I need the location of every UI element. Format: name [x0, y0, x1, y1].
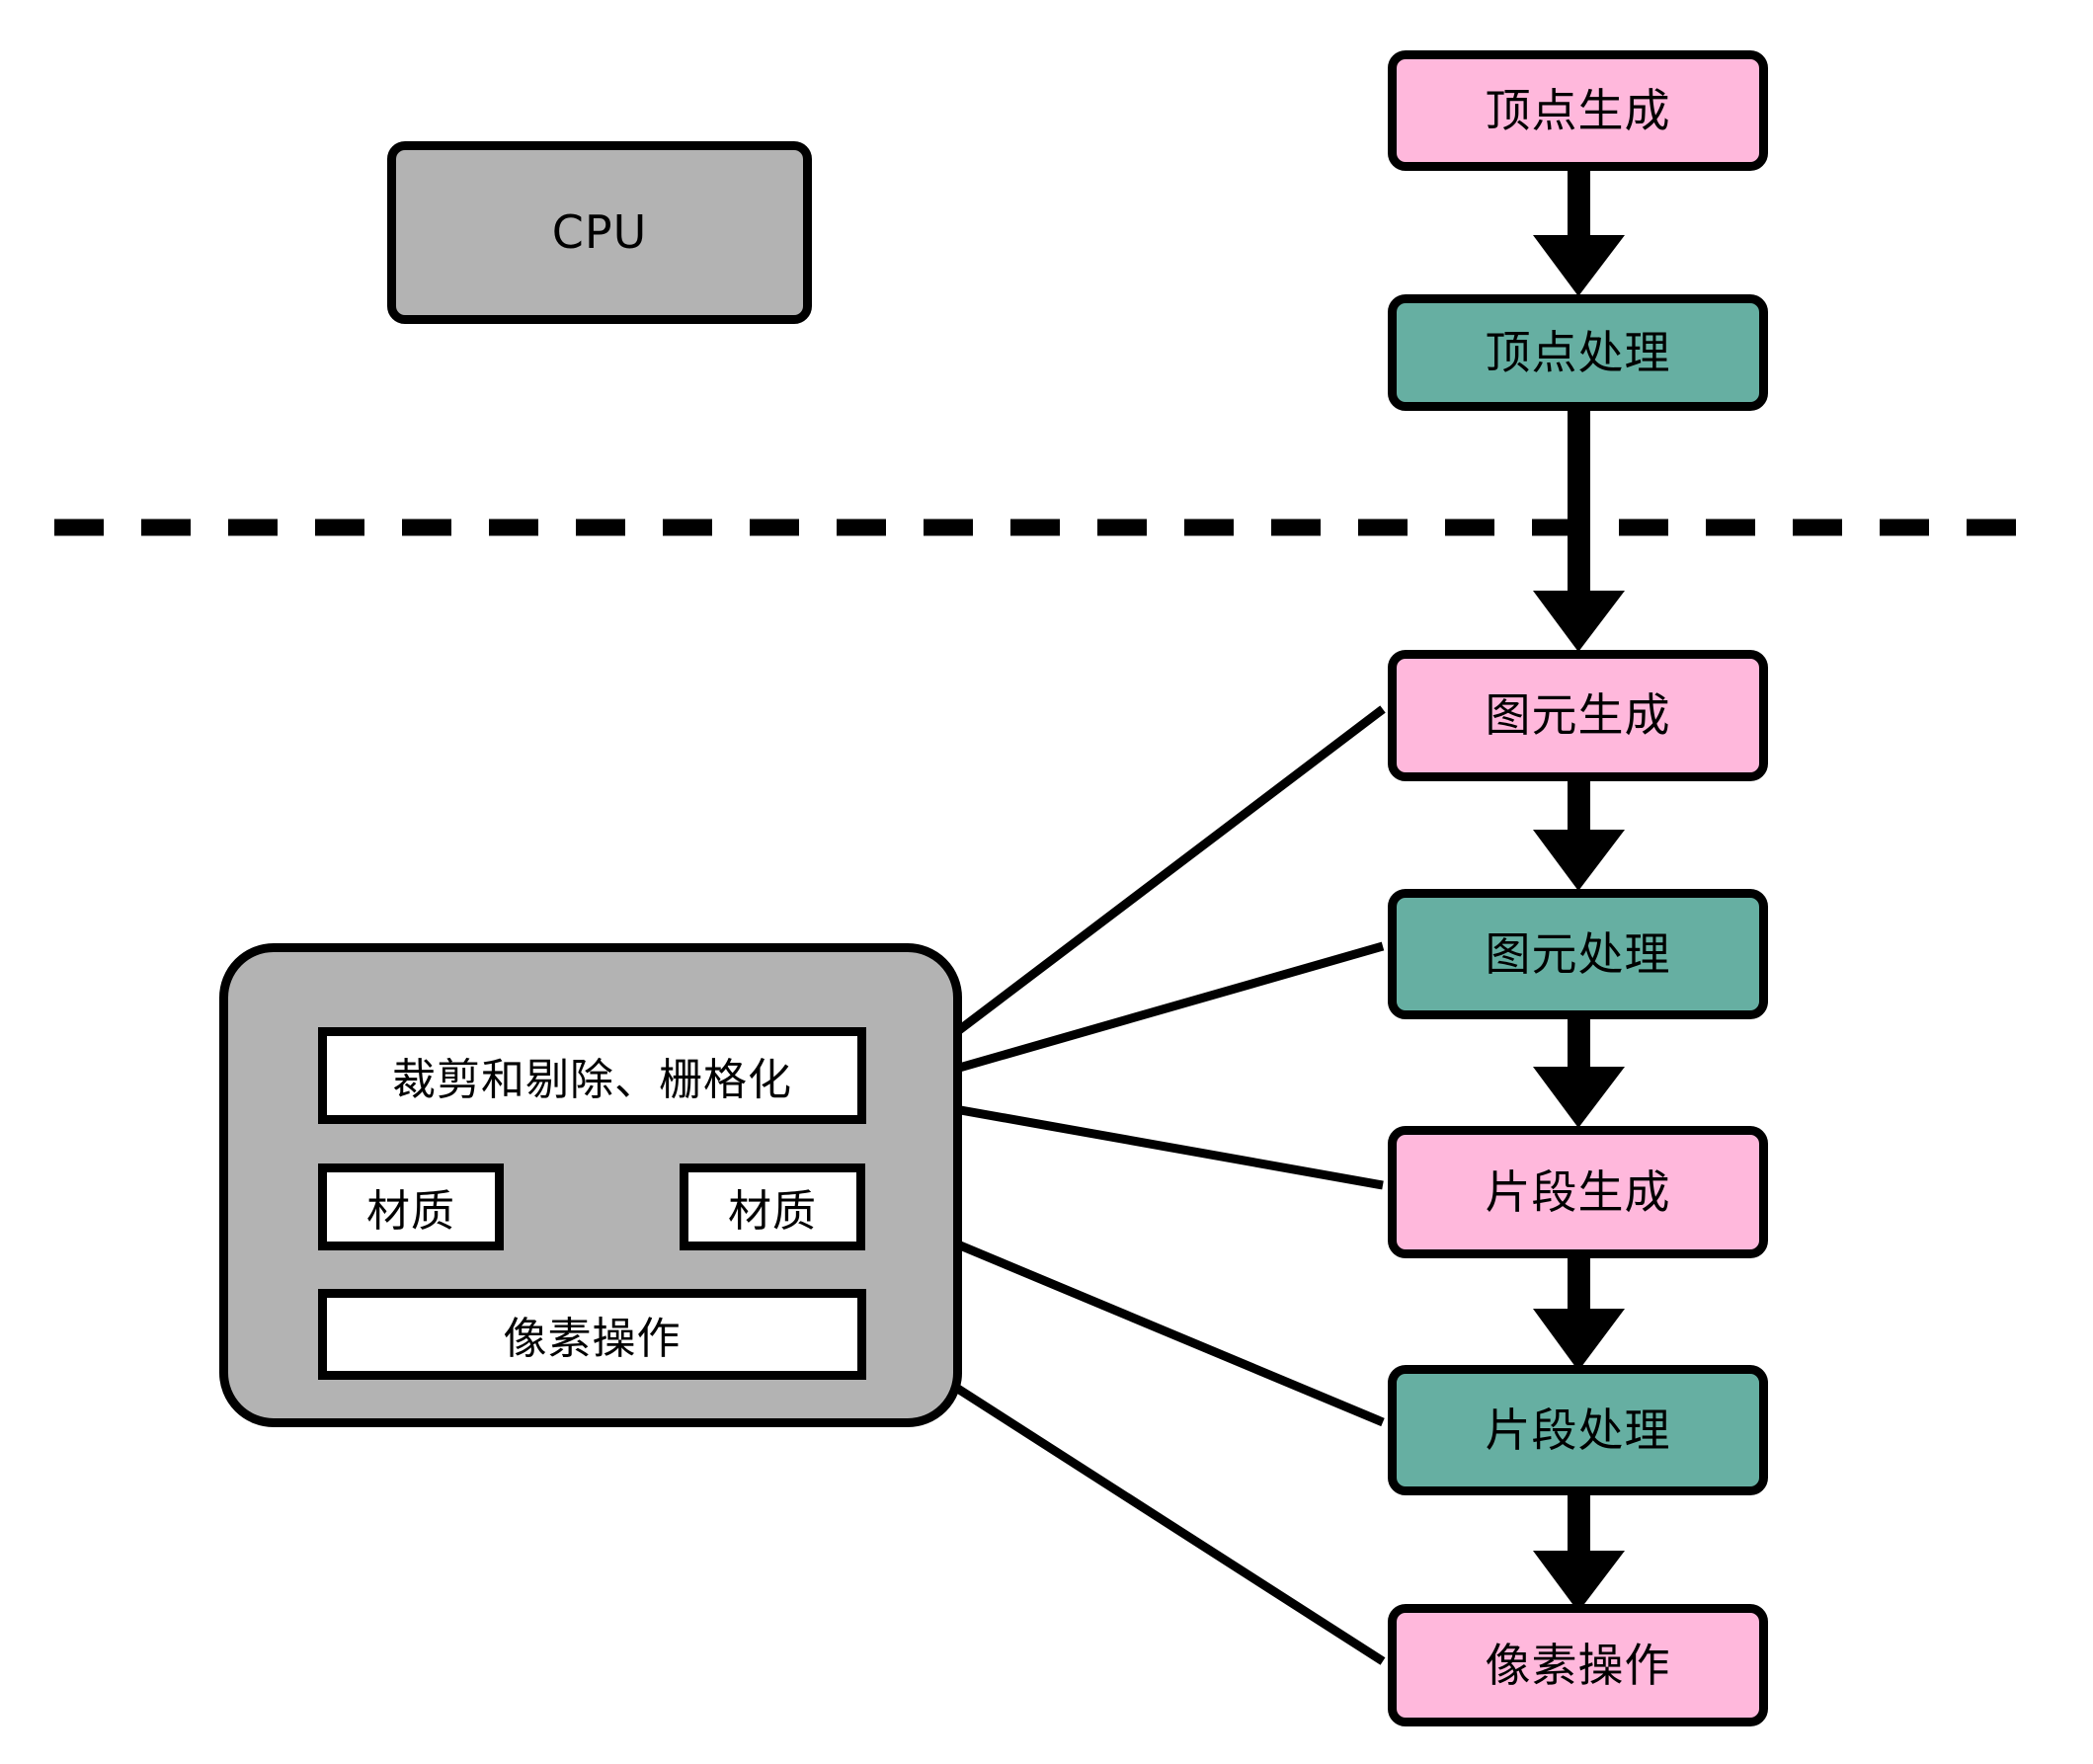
map-arrow-primitive-gen-to-raster [866, 705, 1386, 1111]
gpu-unit-raster-label: 裁剪和剔除、栅格化 [392, 1055, 792, 1105]
pipeline-stage-primitive-processing[interactable]: 图元处理 [1388, 889, 1768, 1019]
gpu-unit-pixel-op[interactable]: 像素操作 [318, 1289, 866, 1380]
flow-arrow-primitive-gen-to-primitive-proc [1533, 780, 1625, 891]
pipeline-stage-fragment-processing-label: 片段处理 [1485, 1403, 1671, 1457]
gpu-unit-texture-left[interactable]: 材质 [318, 1163, 504, 1250]
flow-arrow-vertex-proc-to-primitive-gen [1533, 407, 1625, 652]
gpu-unit-texture-left-label: 材质 [366, 1186, 455, 1237]
pipeline-stage-vertex-processing[interactable]: 顶点处理 [1388, 294, 1768, 411]
pipeline-stage-fragment-generation[interactable]: 片段生成 [1388, 1126, 1768, 1258]
pipeline-stage-pixel-operations-label: 像素操作 [1485, 1638, 1671, 1692]
cpu-block[interactable]: CPU [387, 141, 812, 324]
gpu-unit-raster[interactable]: 裁剪和剔除、栅格化 [318, 1027, 866, 1124]
flow-arrow-primitive-proc-to-fragment-gen [1533, 1017, 1625, 1128]
flow-arrow-fragment-proc-to-pixel-op [1533, 1493, 1625, 1612]
pipeline-stage-primitive-generation-label: 图元生成 [1485, 688, 1671, 743]
pipeline-stage-vertex-generation-label: 顶点生成 [1485, 83, 1671, 137]
flow-arrow-vertex-gen-to-vertex-proc [1533, 170, 1625, 296]
map-arrow-fragment-gen-to-raster [878, 1066, 1384, 1190]
cpu-block-label: CPU [551, 205, 648, 260]
flow-arrow-fragment-gen-to-fragment-proc [1533, 1256, 1625, 1371]
pipeline-stage-fragment-generation-label: 片段生成 [1485, 1164, 1671, 1219]
pipeline-stage-pixel-operations[interactable]: 像素操作 [1388, 1604, 1768, 1726]
pipeline-stage-vertex-generation[interactable]: 顶点生成 [1388, 50, 1768, 171]
gpu-unit-texture-right[interactable]: 材质 [680, 1163, 865, 1250]
map-arrow-primitive-proc-to-raster [875, 941, 1385, 1120]
gpu-unit-pixel-op-label: 像素操作 [503, 1314, 682, 1364]
pipeline-stage-vertex-processing-label: 顶点处理 [1485, 325, 1671, 379]
gpu-unit-texture-right-label: 材质 [728, 1186, 817, 1237]
pipeline-stage-primitive-generation[interactable]: 图元生成 [1388, 650, 1768, 781]
pipeline-stage-fragment-processing[interactable]: 片段处理 [1388, 1365, 1768, 1495]
pipeline-stage-primitive-processing-label: 图元处理 [1485, 926, 1671, 981]
map-arrow-pixel-op-to-pixel-op [861, 1311, 1386, 1665]
